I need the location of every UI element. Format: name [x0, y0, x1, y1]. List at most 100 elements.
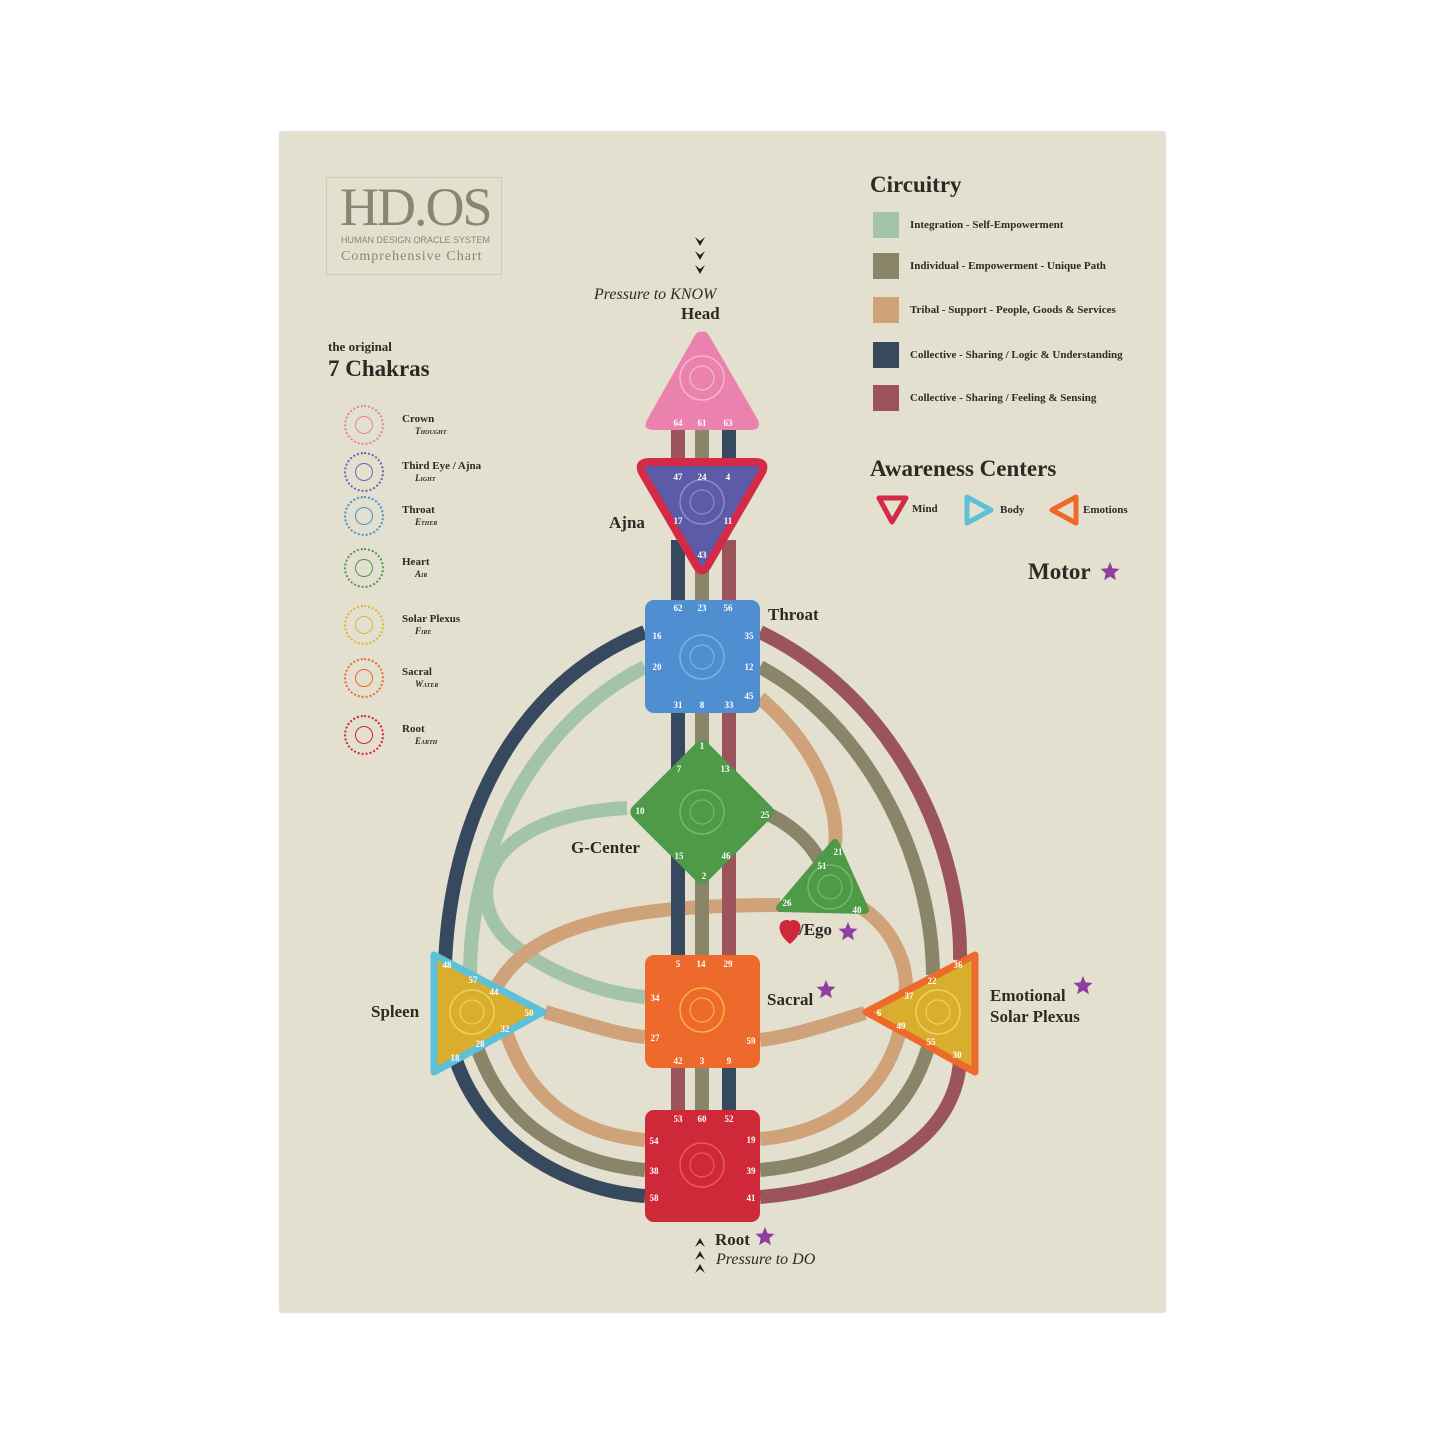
channel: [755, 692, 843, 846]
chakra-icon: [344, 658, 384, 698]
circuitry-label: Tribal - Support - People, Goods & Servi…: [910, 304, 1116, 316]
gate-46: 46: [722, 851, 732, 861]
chakra-name: Crown: [402, 413, 435, 425]
label-throat: Throat: [768, 605, 819, 624]
chakra-element: Light: [415, 473, 436, 483]
channel: [759, 1059, 967, 1204]
gate-25: 25: [761, 810, 771, 820]
gate-42: 42: [674, 1056, 684, 1066]
arrow-down-icon: [695, 237, 705, 246]
sacral-motor-star-icon: [816, 980, 836, 999]
arrow-up-icon: [695, 1238, 705, 1247]
gate-50: 50: [525, 1008, 535, 1018]
ego-center: [776, 839, 869, 914]
channel: [759, 1028, 907, 1146]
gate-49: 49: [897, 1021, 907, 1031]
gate-60: 60: [698, 1114, 708, 1124]
circuitry-label: Integration - Self-Empowerment: [910, 219, 1064, 231]
channel: [471, 1047, 646, 1177]
channel: [543, 1005, 646, 1044]
awareness-mind-label: Mind: [912, 503, 938, 515]
gate-45: 45: [745, 691, 755, 701]
label-ego: /Ego: [799, 920, 833, 939]
gate-57: 57: [469, 975, 479, 985]
label-spleen: Spleen: [371, 1002, 420, 1021]
motor-label: Motor: [1028, 559, 1091, 584]
throat-center: [645, 600, 760, 713]
chakra-element: Earth: [415, 736, 438, 746]
gate-34: 34: [651, 993, 661, 1003]
gate-33: 33: [725, 700, 735, 710]
chakra-name: Throat: [402, 504, 435, 516]
arrow-down-icon: [695, 265, 705, 274]
gate-7: 7: [677, 764, 682, 774]
gate-11: 11: [724, 516, 733, 526]
chakra-name: Sacral: [402, 666, 432, 678]
chakra-icon: [344, 605, 384, 645]
heart-icon: [779, 920, 801, 944]
gate-10: 10: [636, 806, 646, 816]
chakra-emblem-icon: [679, 479, 725, 525]
gate-31: 31: [674, 700, 684, 710]
gate-56: 56: [724, 603, 734, 613]
gate-47: 47: [674, 472, 684, 482]
gate-37: 37: [905, 991, 915, 1001]
chakra-emblem-icon: [679, 1142, 725, 1188]
circuitry-label: Collective - Sharing / Logic & Understan…: [910, 349, 1123, 361]
spleen-center: [430, 951, 547, 1076]
gate-29: 29: [724, 959, 734, 969]
gate-6: 6: [877, 1008, 882, 1018]
gate-19: 19: [747, 1135, 757, 1145]
chakra-icon: [344, 715, 384, 755]
gate-23: 23: [698, 603, 708, 613]
chakra-emblem-icon: [689, 489, 715, 515]
chakra-emblem-icon: [679, 355, 725, 401]
gate-2: 2: [702, 871, 707, 881]
label-emotional: Emotional: [990, 986, 1066, 1005]
solar-plexus-center: [862, 951, 979, 1076]
logo-chart-name: Comprehensive Chart: [341, 249, 483, 264]
channel: [498, 1025, 646, 1147]
gate-40: 40: [853, 905, 863, 915]
channel: [463, 660, 649, 976]
logo-subtitle: HUMAN DESIGN ORACLE SYSTEM: [341, 235, 491, 245]
label-root: Root: [715, 1230, 750, 1249]
channel: [756, 625, 968, 961]
gate-43: 43: [698, 550, 708, 560]
pressure-to-know: Pressure to KNOW: [594, 286, 717, 303]
chakra-emblem-icon: [689, 644, 715, 670]
logo-box: [326, 177, 502, 275]
chakra-icon: [344, 405, 384, 445]
body-triangle-icon: [964, 494, 994, 526]
label-solar-plexus: Solar Plexus: [990, 1007, 1080, 1026]
channel: [479, 801, 646, 1004]
gate-4: 4: [726, 472, 731, 482]
gate-26: 26: [783, 898, 793, 908]
gate-55: 55: [927, 1037, 937, 1047]
chakra-icon: [344, 496, 384, 536]
chakra-emblem-icon: [449, 989, 495, 1035]
root-center: [645, 1110, 760, 1222]
motor-star-icon: [1100, 562, 1120, 581]
arrow-up-icon: [695, 1264, 705, 1273]
gate-12: 12: [745, 662, 755, 672]
circuitry-title: Circuitry: [870, 172, 962, 197]
gate-44: 44: [490, 987, 500, 997]
awareness-emotions-label: Emotions: [1083, 504, 1128, 516]
gate-17: 17: [674, 516, 684, 526]
gate-21: 21: [834, 847, 844, 857]
gate-30: 30: [953, 1050, 963, 1060]
gate-54: 54: [650, 1136, 660, 1146]
circuitry-swatch: [873, 385, 899, 411]
chakra-emblem-icon: [689, 365, 715, 391]
arrow-up-icon: [695, 1251, 705, 1260]
chakra-emblem-icon: [817, 874, 843, 900]
logo-title: HD.OS: [340, 177, 493, 237]
gate-62: 62: [674, 603, 684, 613]
label-g-center: G-Center: [571, 838, 640, 857]
g-center: [630, 740, 774, 884]
chakra-emblem-icon: [689, 799, 715, 825]
centers: [430, 331, 979, 1222]
chakra-element: Ether: [415, 517, 438, 527]
